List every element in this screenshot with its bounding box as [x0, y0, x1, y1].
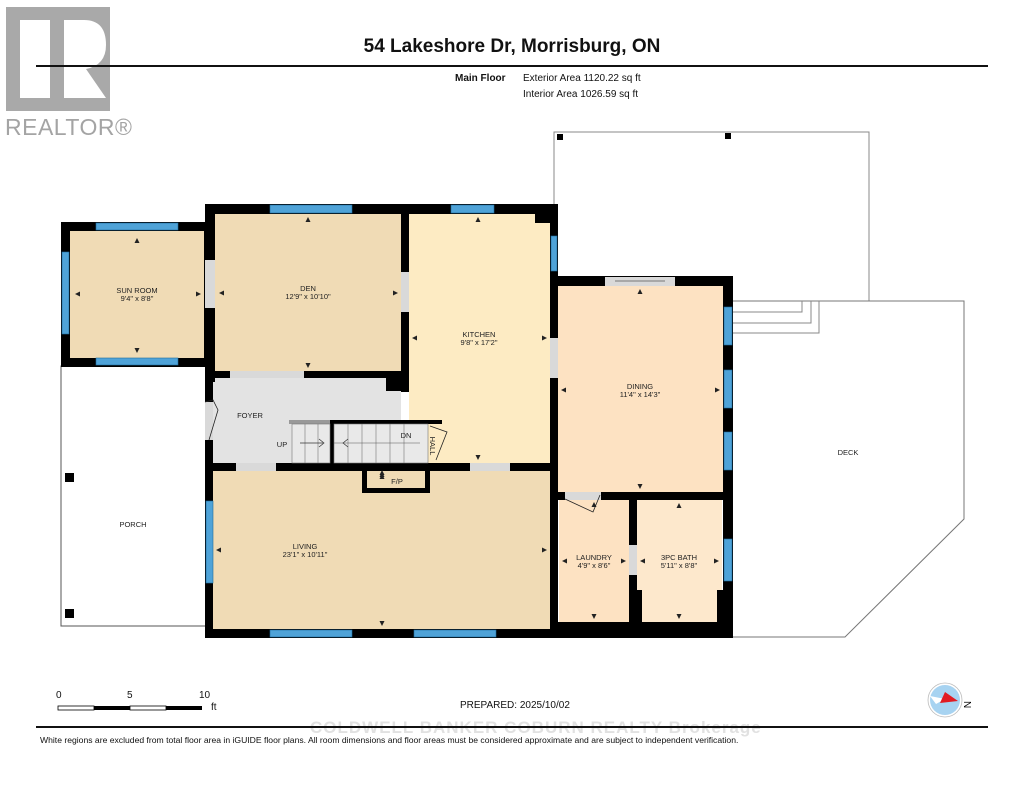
room-dims: 23'1" x 10'11" [283, 550, 328, 559]
post-icon [557, 134, 563, 140]
door-openings [205, 260, 675, 575]
scale-tick-5: 5 [127, 690, 133, 701]
room-dims: 12'9" x 10'10" [285, 292, 331, 301]
compass-icon [927, 682, 963, 718]
room-dims: 5'11" x 8'8" [661, 561, 698, 570]
post-icon [65, 609, 74, 618]
room-deck: DECK [838, 448, 859, 457]
prepared-date: PREPARED: 2025/10/02 [460, 700, 570, 711]
room-den: DEN 12'9" x 10'10" [285, 284, 331, 301]
room-name: LIVING [293, 542, 318, 551]
laundry-fill [559, 499, 629, 622]
room-name: SUN ROOM [116, 286, 157, 295]
living-fill [213, 471, 550, 629]
interior-area: Interior Area 1026.59 sq ft [523, 89, 639, 100]
room-foyer: FOYER [237, 411, 263, 420]
room-name: DINING [627, 382, 653, 391]
exterior-area: Exterior Area 1120.22 sq ft [523, 73, 641, 84]
room-sun-room: SUN ROOM 9'4" x 8'8" [116, 286, 157, 303]
room-laundry: LAUNDRY 4'9" x 8'6" [576, 553, 612, 570]
dining-fill [558, 286, 723, 492]
deck-upper-outline [553, 131, 870, 301]
stairs-up-label: UP [277, 440, 287, 449]
scale-tick-0: 0 [56, 690, 62, 701]
floor-label: Main Floor [455, 73, 506, 84]
room-name: DEN [300, 284, 316, 293]
deck-outline [733, 300, 965, 638]
realtor-r-icon [20, 20, 106, 98]
title-divider [36, 65, 988, 67]
room-kitchen: KITCHEN 9'8" x 17'2" [461, 330, 498, 347]
room-dims: 4'9" x 8'6" [578, 561, 611, 570]
stairs-down-label: DN [401, 431, 412, 440]
door-swings [204, 399, 601, 513]
scale-unit: ft [211, 702, 217, 713]
room-name: 3PC BATH [661, 553, 697, 562]
room-name: FOYER [237, 411, 263, 420]
room-3pc-bath: 3PC BATH 5'11" x 8'8" [661, 553, 698, 570]
room-name: LAUNDRY [576, 553, 612, 562]
footer-divider [36, 726, 988, 728]
post-icon [725, 133, 731, 139]
den-fill [215, 214, 401, 371]
stairs [289, 420, 429, 464]
scale-tick-10: 10 [199, 690, 211, 701]
windows [61, 204, 733, 638]
dimension-arrows [75, 217, 720, 626]
bath-fill [637, 500, 722, 622]
compass-north-label: N [961, 701, 972, 708]
room-dims: 9'8" x 17'2" [461, 338, 498, 347]
room-dims: 9'4" x 8'8" [121, 294, 154, 303]
room-porch: PORCH [119, 520, 146, 529]
porch-area [60, 365, 208, 627]
realtor-logo [6, 7, 110, 111]
hall-label: HALL [428, 437, 437, 456]
sun-room-fill [70, 231, 206, 358]
post-icon [65, 473, 74, 482]
page-title: 54 Lakeshore Dr, Morrisburg, ON [363, 36, 661, 57]
room-dining: DINING 11'4" x 14'3" [620, 382, 661, 399]
room-dims: 11'4" x 14'3" [620, 390, 661, 399]
deck-steps [733, 301, 820, 334]
room-name: KITCHEN [463, 330, 496, 339]
room-living: LIVING 23'1" x 10'11" [283, 542, 328, 559]
realtor-logo-text: REALTOR® [5, 114, 133, 140]
scale-bar [57, 705, 202, 711]
fireplace-label: F/P [391, 477, 403, 486]
disclaimer-text: White regions are excluded from total fl… [40, 735, 739, 745]
